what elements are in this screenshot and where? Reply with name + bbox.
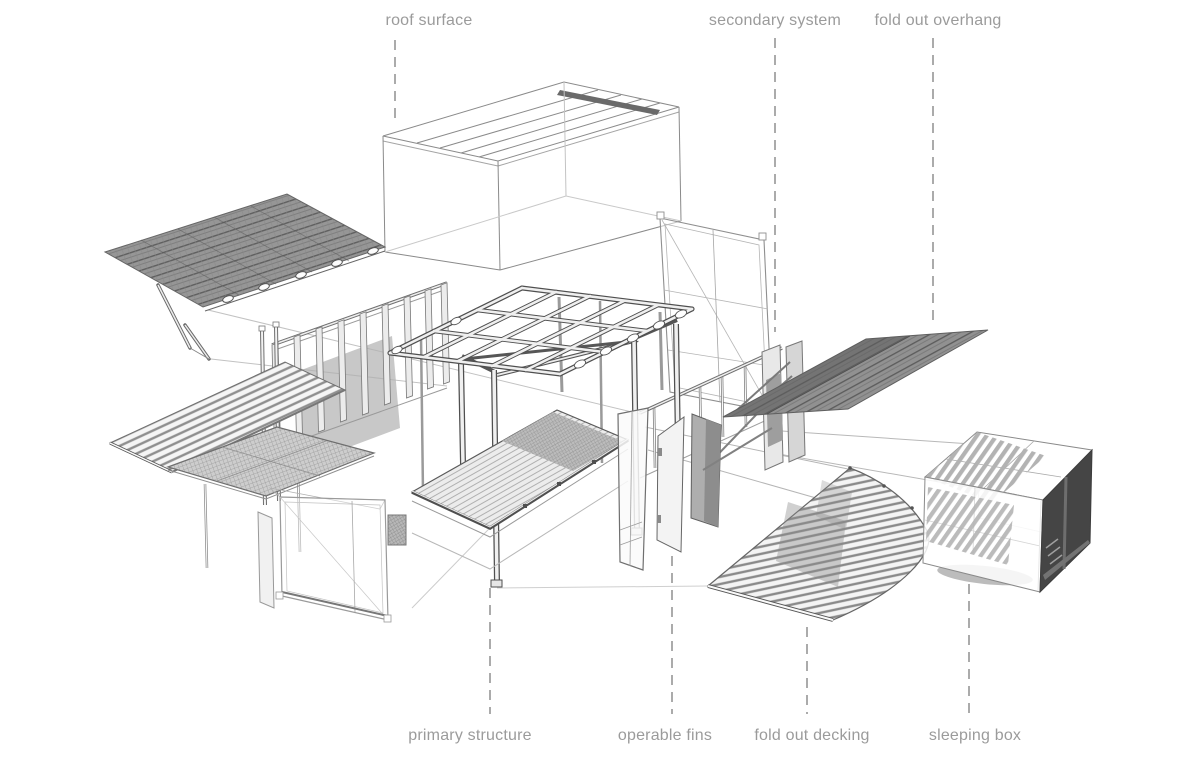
- grating-platform: [166, 426, 376, 569]
- glass-panel-box: [257, 487, 407, 623]
- label-secondary-system: secondary system: [709, 12, 841, 29]
- leader-lines: [394, 38, 970, 714]
- fold-out-overhang-left-panel: [103, 193, 387, 361]
- roof-surface-box: [382, 81, 682, 271]
- ladder-hinge-sleeves: [391, 309, 688, 369]
- floor-deck: [410, 409, 630, 570]
- label-roof-surface: roof surface: [386, 12, 473, 29]
- labels: roof surface secondary system fold out o…: [386, 12, 1021, 744]
- operable-fins-center-panels: [617, 407, 722, 571]
- label-primary-structure: primary structure: [408, 727, 531, 744]
- label-operable-fins: operable fins: [618, 727, 712, 744]
- label-fold-out-decking: fold out decking: [754, 727, 869, 744]
- overhang-left-struts: [156, 283, 211, 361]
- roof-ladder: [387, 285, 695, 377]
- label-fold-out-overhang: fold out overhang: [874, 12, 1001, 29]
- fold-out-overhang-right-panel: [722, 329, 989, 418]
- sleeping-box-volume: [922, 431, 1094, 594]
- fold-out-decking-right-ramp: [702, 427, 930, 622]
- label-sleeping-box: sleeping box: [929, 727, 1021, 744]
- overhang-left-hinges: [222, 247, 379, 303]
